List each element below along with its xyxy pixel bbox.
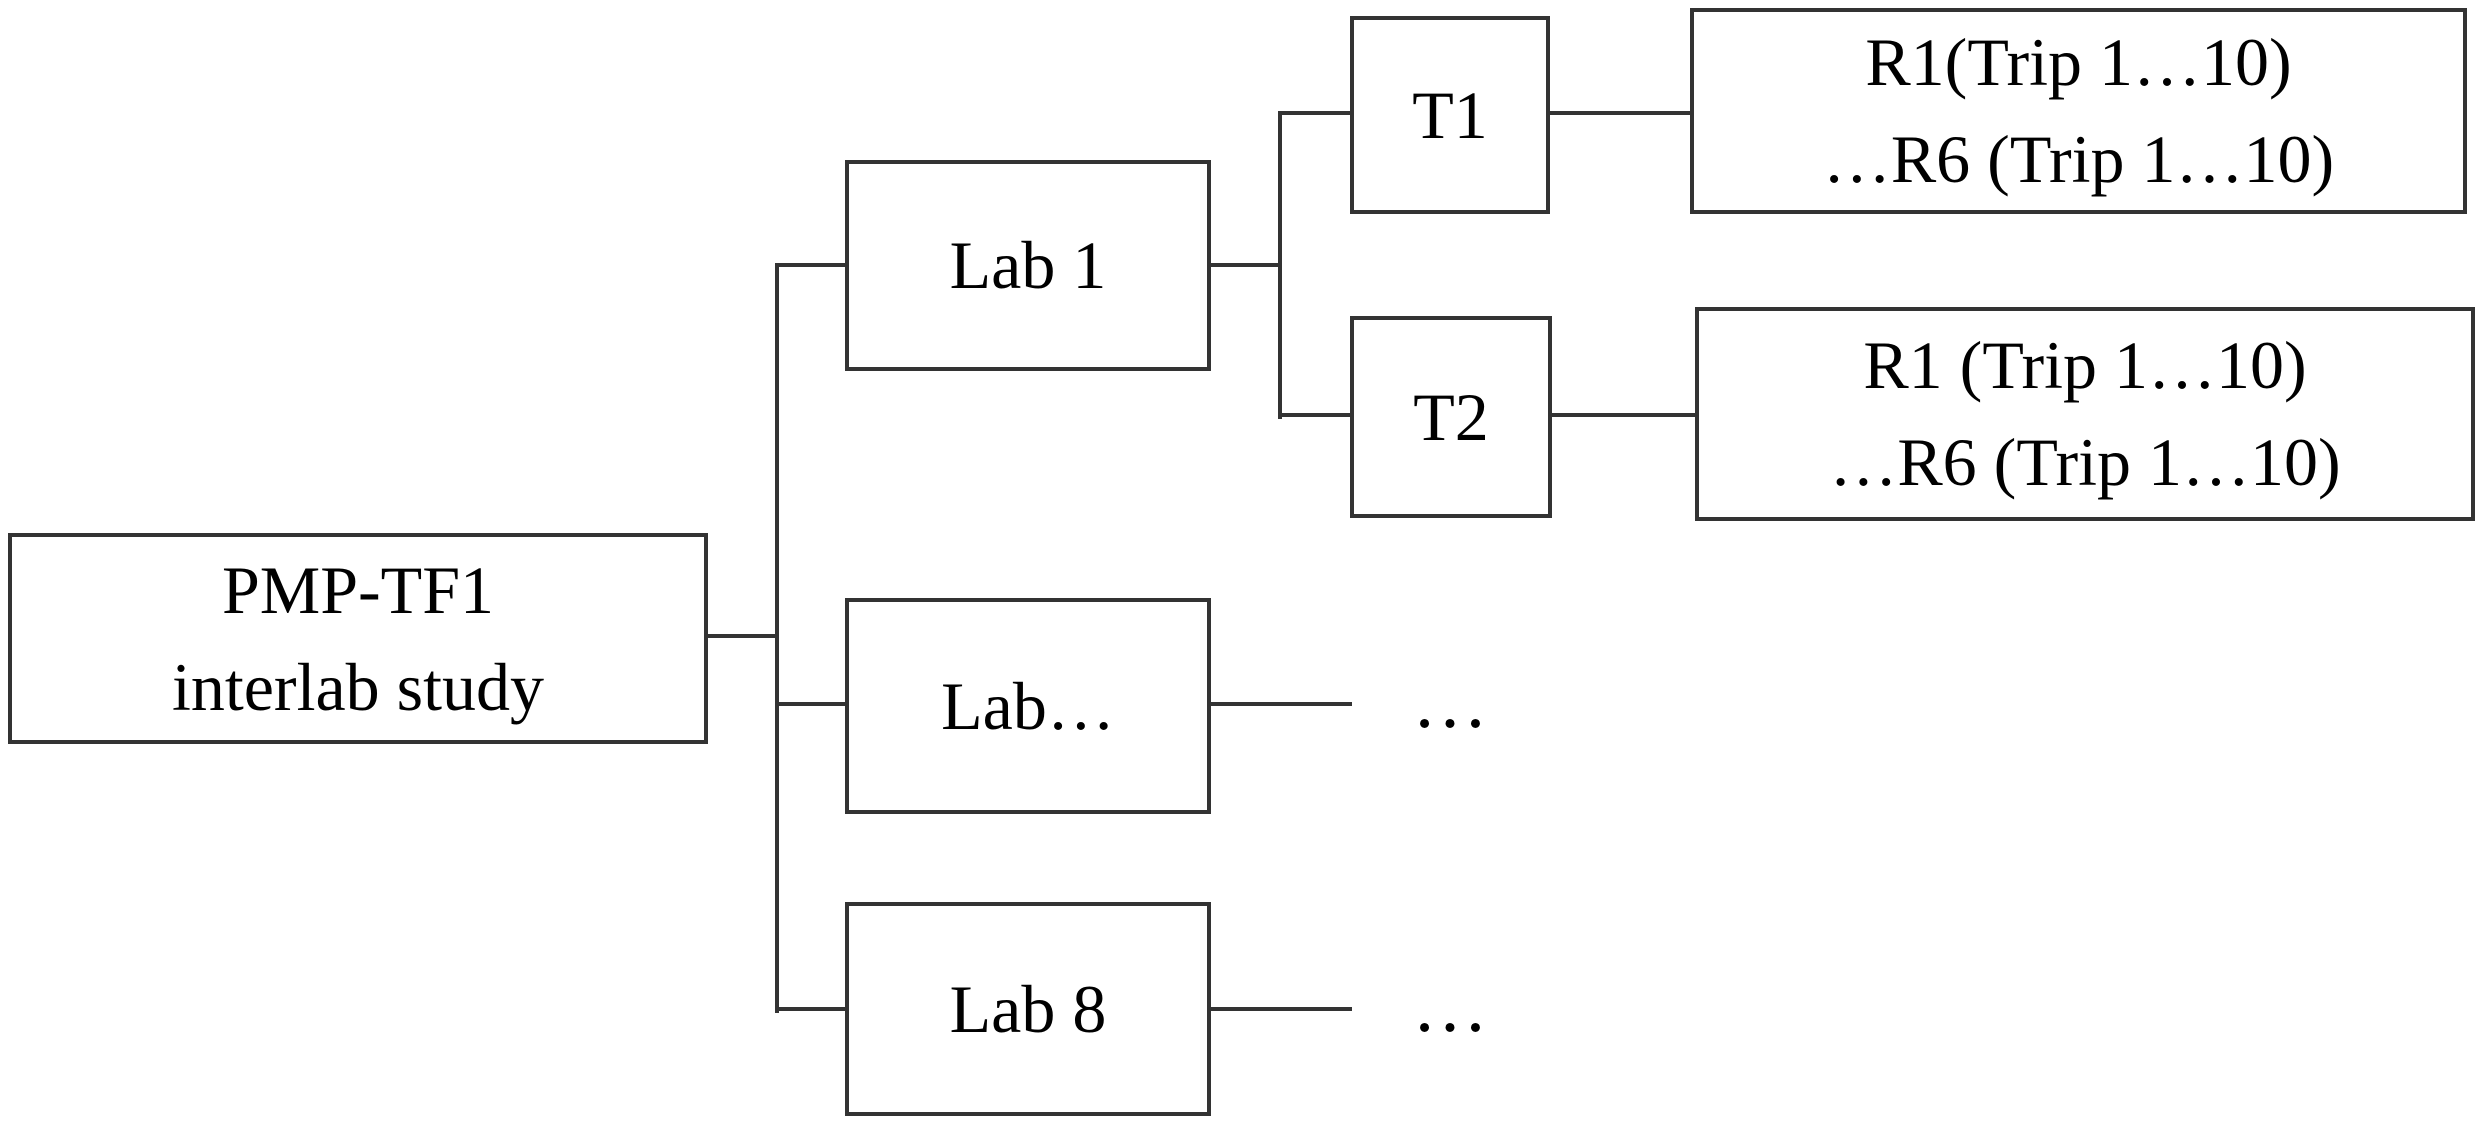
r1-node: R1(Trip 1…10) …R6 (Trip 1…10) (1690, 8, 2467, 214)
connector-t2-to-r2 (1552, 413, 1695, 417)
connector-lab8-to-ellipsis (1211, 1007, 1352, 1011)
t1-node-label: T1 (1412, 76, 1488, 153)
connector-root-to-trunk (708, 634, 779, 638)
connector-t1-to-r1 (1550, 111, 1690, 115)
root-node-label-line2: interlab study (171, 648, 545, 725)
root-node: PMP-TF1 interlab study (8, 533, 708, 744)
connector-lab1-to-split (1211, 263, 1282, 267)
lab1-node: Lab 1 (845, 160, 1211, 371)
lab-mid-node-label: Lab… (941, 667, 1115, 744)
root-node-label-line1: PMP-TF1 (221, 551, 495, 628)
t2-node-label: T2 (1413, 378, 1489, 455)
r2-node-label-line1: R1 (Trip 1…10) (1863, 327, 2307, 404)
connector-split-to-t1 (1278, 111, 1350, 115)
ellipsis-mid: … (1412, 660, 1488, 744)
connector-split-vertical (1278, 111, 1282, 419)
lab-mid-node: Lab… (845, 598, 1211, 814)
lab1-node-label: Lab 1 (949, 227, 1107, 304)
r1-node-label-line1: R1(Trip 1…10) (1865, 24, 2292, 101)
connector-lab-mid-to-ellipsis (1211, 702, 1352, 706)
t1-node: T1 (1350, 16, 1550, 214)
lab8-node: Lab 8 (845, 902, 1211, 1116)
connector-trunk-to-lab8 (775, 1007, 845, 1011)
connector-trunk-vertical (775, 263, 779, 1013)
connector-trunk-to-lab-mid (775, 702, 845, 706)
ellipsis-bottom: … (1412, 964, 1488, 1048)
r1-node-label-line2: …R6 (Trip 1…10) (1822, 121, 2335, 197)
t2-node: T2 (1350, 316, 1552, 518)
r2-node-label-line2: …R6 (Trip 1…10) (1829, 424, 2341, 500)
lab8-node-label: Lab 8 (949, 970, 1107, 1047)
connector-trunk-to-lab1 (775, 263, 845, 267)
r2-node: R1 (Trip 1…10) …R6 (Trip 1…10) (1695, 307, 2475, 521)
connector-split-to-t2 (1278, 413, 1350, 417)
